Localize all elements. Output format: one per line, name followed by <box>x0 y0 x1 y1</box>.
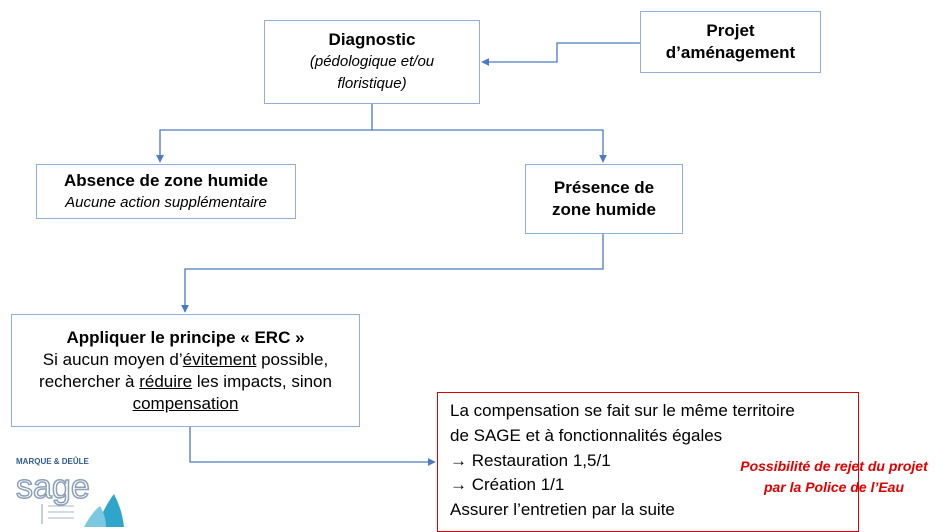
erc-line-2: Si aucun moyen d’évitement possible, <box>43 349 328 371</box>
presence-line-2: zone humide <box>552 200 656 219</box>
compensation-line-1: La compensation se fait sur le même terr… <box>450 401 795 420</box>
erc-box: Appliquer le principe « ERC » Si aucun m… <box>11 314 360 427</box>
arrow-projet-to-diagnostic <box>481 42 640 66</box>
sage-logo: MARQUE & DEÛLE sage <box>14 454 124 527</box>
rejet-line-1: Possibilité de rejet du projet <box>740 458 928 474</box>
arrow-to-absence <box>156 129 372 163</box>
erc-line-4: compensation <box>133 393 239 415</box>
arrow-erc-to-compensation <box>189 427 436 466</box>
absence-title: Absence de zone humide <box>63 170 269 190</box>
presence-box: Présence de zone humide <box>525 164 683 234</box>
erc-line-3-end: les impacts, sinon <box>192 371 332 391</box>
presence-line-1: Présence de <box>553 178 655 197</box>
absence-subtitle: Aucune action supplémentaire <box>65 193 267 211</box>
compensation-box: La compensation se fait sur le même terr… <box>437 392 859 532</box>
svg-text:sage: sage <box>16 468 90 506</box>
diagnostic-subtitle-1: (pédologique et/ou <box>309 53 435 70</box>
diagnostic-box: Diagnostic (pédologique et/ou floristiqu… <box>264 20 480 104</box>
arrow-presence-to-erc <box>181 234 604 313</box>
erc-title: Appliquer le principe « ERC » <box>66 327 305 347</box>
projet-line-2: d’aménagement <box>665 43 796 62</box>
compensation-line-4: → Création 1/1 <box>450 475 565 495</box>
compensation-line-3: → Restauration 1,5/1 <box>450 450 611 470</box>
erc-line-2-end: possible, <box>256 349 329 369</box>
compensation-line-5: Assurer l’entretien par la suite <box>450 500 675 520</box>
erc-line-3-start: rechercher à <box>39 371 140 391</box>
diagnostic-title: Diagnostic <box>328 30 416 49</box>
erc-keyword-reduire: réduire <box>139 371 193 391</box>
absence-box: Absence de zone humide Aucune action sup… <box>36 164 296 219</box>
svg-text:MARQUE & DEÛLE: MARQUE & DEÛLE <box>16 457 90 466</box>
projet-line-1: Projet <box>706 21 755 40</box>
erc-line-3: rechercher à réduire les impacts, sinon <box>39 371 332 393</box>
compensation-line-2: de SAGE et à fonctionnalités égales <box>450 425 723 445</box>
erc-keyword-evitement: évitement <box>182 349 257 369</box>
diagnostic-subtitle-2: floristique) <box>337 75 407 92</box>
erc-keyword-compensation: compensation <box>132 393 239 413</box>
rejet-note: Possibilité de rejet du projet par la Po… <box>716 456 943 498</box>
arrow-to-presence <box>372 129 607 163</box>
projet-box: Projet d’aménagement <box>640 11 821 73</box>
erc-line-2-start: Si aucun moyen d’ <box>42 349 183 369</box>
rejet-line-2: par la Police de l’Eau <box>763 479 905 495</box>
